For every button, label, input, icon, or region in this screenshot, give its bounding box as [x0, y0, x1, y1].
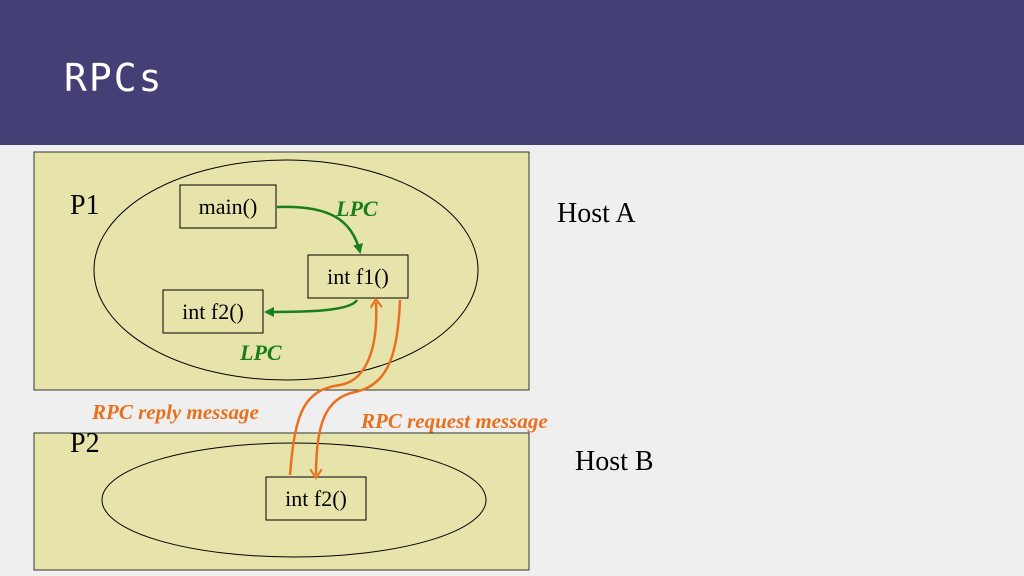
f1-box-label: int f1() — [327, 264, 389, 289]
f2-box-host-a — [162, 289, 264, 334]
slide-title: RPCs — [64, 56, 164, 100]
f2-box-host-a-label: int f2() — [182, 299, 244, 324]
rpc-request-arrow — [316, 299, 402, 475]
rpc-reply-label: RPC reply message — [91, 400, 259, 424]
process-p2-label: P2 — [70, 428, 100, 459]
main-box-label: main() — [199, 194, 258, 219]
lpc-label-top: LPC — [335, 196, 378, 221]
host-b-panel — [33, 432, 530, 571]
f2-box-host-b-label: int f2() — [285, 486, 347, 511]
title-bar: RPCs — [0, 0, 1024, 145]
host-a-label: Host A — [557, 198, 636, 229]
main-box — [179, 184, 277, 229]
f1-box — [307, 254, 409, 299]
lpc-label-bottom: LPC — [239, 340, 282, 365]
host-b-label: Host B — [575, 446, 654, 477]
rpc-request-label: RPC request message — [360, 409, 548, 433]
host-a-panel — [33, 151, 530, 391]
process-p1-label: P1 — [70, 190, 100, 221]
lpc-arrow-main-to-f1 — [276, 205, 363, 254]
rpc-reply-arrow — [288, 302, 376, 476]
process-p1-ellipse — [93, 159, 479, 381]
lpc-arrow-f1-to-f2 — [264, 299, 359, 317]
